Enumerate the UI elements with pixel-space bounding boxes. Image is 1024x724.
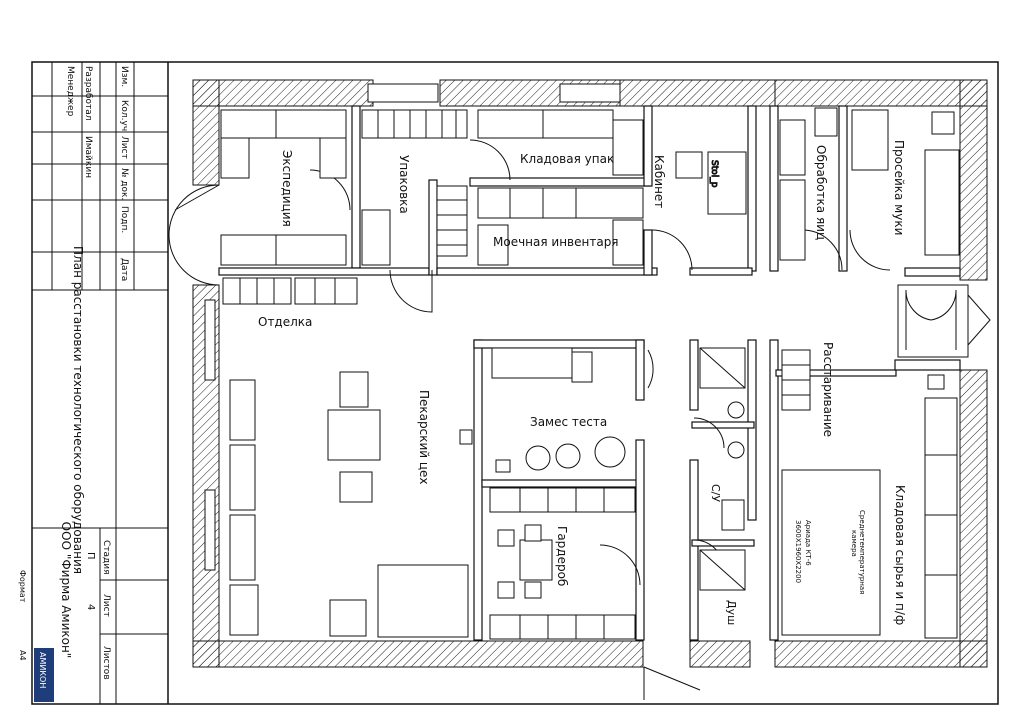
windows — [204, 83, 621, 571]
room-finishing: Отделка — [258, 315, 312, 329]
stamp-col-sheets: Листов — [101, 646, 111, 680]
format-label: Формат — [18, 570, 27, 603]
stamp-developer-name: Имайкин — [83, 136, 93, 178]
stamp-role-manager: Менеджер — [65, 66, 75, 117]
equipment-office: Stol_р — [675, 151, 747, 215]
room-dough-mixing: Замес теста — [530, 415, 607, 429]
equipment-pack-store — [477, 109, 644, 176]
stamp-col-sheet: Лист — [101, 594, 111, 617]
equipment-expedition — [220, 109, 347, 266]
room-wc: С/У — [709, 484, 722, 502]
room-flour-sifting: Просейка муки — [892, 140, 906, 235]
title-block: Изм. Кол.уч Лист № док. Подп. Дата Разра… — [18, 62, 168, 704]
stamp-stage-value: П — [85, 552, 96, 560]
room-shower: Душ — [725, 600, 738, 625]
exterior-walls — [192, 79, 988, 668]
room-egg-processing: Обработка яиц — [814, 145, 828, 240]
equipment-proofing — [781, 349, 811, 411]
equipment-dough — [491, 347, 626, 473]
equipment-flour-sifting — [851, 109, 960, 256]
room-proofing: Расстаривание — [821, 342, 835, 437]
format-value: А4 — [18, 650, 27, 661]
equipment-packing — [361, 109, 468, 266]
stamp-col-stage: Стадия — [101, 540, 111, 575]
stamp-header-doc: № док. — [119, 168, 129, 200]
chamber-size: Ариада КТ-6 — [804, 520, 812, 566]
room-packing: Упаковка — [397, 155, 411, 214]
equipment-bakery — [229, 371, 473, 638]
equipment-wardrobe — [489, 487, 636, 640]
equipment-egg-processing — [779, 107, 838, 261]
equipment-washing — [477, 187, 644, 266]
room-labels: Экспедиция Упаковка Кладовая упак Кабине… — [258, 140, 907, 625]
sheet-frame — [31, 61, 999, 705]
room-office: Кабинет — [652, 155, 666, 208]
equipment-raw-store — [781, 374, 958, 639]
equipment-finishing — [222, 277, 358, 305]
chamber-line2: камера — [850, 530, 858, 557]
stamp-header-izm: Изм. — [119, 66, 129, 87]
room-washing: Моечная инвентаря — [493, 235, 619, 249]
chamber-dims: 3600Х1960Х2200 — [794, 520, 802, 583]
company-name: ООО "Фирма Амикон" — [59, 522, 73, 659]
stamp-header-date: Дата — [119, 258, 129, 281]
stamp-role-developed: Разработал — [83, 66, 93, 121]
stamp-header-kol: Кол.уч — [119, 100, 129, 131]
stamp-sheet-value: 4 — [85, 604, 96, 610]
stamp-header-list: Лист — [119, 136, 129, 159]
room-wardrobe: Гардероб — [555, 526, 569, 586]
room-expedition: Экспедиция — [280, 150, 294, 227]
chamber-line1: Среднетемпературная — [858, 510, 866, 594]
room-pack-store: Кладовая упак — [520, 152, 614, 166]
office-desk-label: Stol_р — [709, 160, 719, 188]
interior-walls — [218, 105, 961, 641]
room-raw-store: Кладовая сырья и п/ф — [893, 485, 907, 625]
room-bakery: Пекарский цех — [417, 390, 431, 485]
company-logo: АМИКОН — [34, 648, 54, 702]
drawing-title: План расстановки технологического оборуд… — [71, 246, 85, 574]
svg-text:АМИКОН: АМИКОН — [38, 652, 47, 688]
equipment-sanitary — [699, 347, 746, 591]
stamp-header-sign: Подп. — [119, 206, 129, 233]
